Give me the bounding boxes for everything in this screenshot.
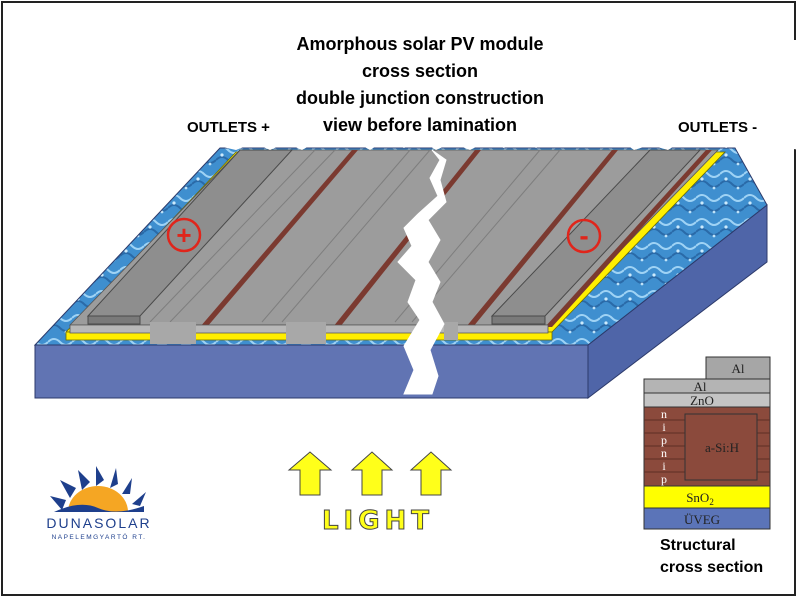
module-front-ledge-2 [286, 322, 326, 344]
layer-glass [643, 507, 771, 530]
scribe-line-4 [545, 150, 712, 327]
outlets-plus-label: OUTLETS + [187, 119, 270, 136]
layer-glass-label: ÜVEG [684, 512, 720, 527]
logo-subtitle: NAPELEMGYARTÓ RT. [52, 532, 147, 541]
nip-letter-2: i [662, 420, 666, 434]
light-arrow-1 [287, 451, 333, 496]
logo-name: DUNASOLAR [46, 515, 151, 531]
scribe-line-3 [466, 150, 618, 327]
nip-letter-1: n [661, 407, 667, 421]
layer-asi-label: a-Si:H [705, 440, 739, 455]
contact-bar-plus-front [87, 315, 141, 325]
light-arrows [287, 451, 453, 496]
nip-letter-6: p [661, 472, 667, 486]
asi-inner-box [684, 413, 758, 481]
minus-polarity-circle [566, 218, 602, 254]
title-line-4: view before lamination [322, 115, 518, 135]
contact-bar-minus-front [491, 315, 546, 325]
module-front-ledge-3 [444, 322, 458, 340]
title-line-3: double junction construction [296, 88, 544, 108]
layer-zno-label: ZnO [690, 393, 714, 408]
glass-front-face [34, 344, 589, 399]
layer-sno2-label: SnO2 [686, 490, 714, 507]
logo-rays [50, 466, 146, 510]
scribe-line-1 [200, 150, 358, 327]
torn-edge-mask [200, 40, 800, 150]
logo-wave [54, 504, 144, 512]
module-front-ledge [150, 322, 196, 344]
nip-letter-3: p [661, 433, 667, 447]
outlets-minus-label: OUTLETS - [678, 119, 758, 136]
light-arrow-3 [409, 451, 453, 496]
light-label: LIGHT [322, 506, 434, 536]
structural-cross-section: Al Al ZnO a-Si:H n i p n i p SnO2 [643, 356, 771, 530]
layer-al-top-label: Al [732, 361, 745, 376]
structural-caption-line-1: Structural [660, 537, 736, 554]
light-arrow-2 [350, 451, 394, 496]
minus-polarity-symbol: - [579, 220, 588, 251]
plus-polarity-circle [166, 217, 202, 253]
plus-polarity-symbol: + [176, 220, 191, 250]
layer-al-label: Al [694, 379, 707, 394]
layer-al [643, 378, 771, 394]
title-line-1: Amorphous solar PV module [296, 34, 544, 54]
title-line-2: cross section [361, 61, 479, 81]
structural-caption: Structural cross section [660, 535, 763, 579]
dunasolar-logo: DUNASOLAR NAPELEMGYARTÓ RT. [46, 466, 151, 541]
nip-letter-5: i [662, 459, 666, 473]
nip-letter-4: n [661, 446, 667, 460]
structural-caption-line-2: cross section [660, 559, 764, 576]
cell-stripes [149, 149, 561, 323]
module-crack [397, 149, 447, 395]
